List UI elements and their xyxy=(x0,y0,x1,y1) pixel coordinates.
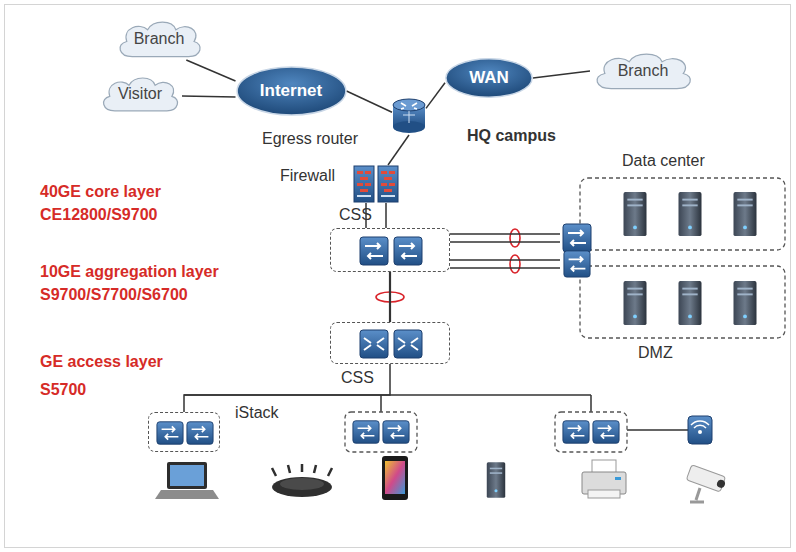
layer-label: CE12800/S9700 xyxy=(40,205,157,225)
node-text: Visitor xyxy=(118,85,162,103)
layer-label: S5700 xyxy=(40,380,86,400)
link-line xyxy=(389,272,391,322)
link-line xyxy=(426,83,445,109)
cloud: Visitor xyxy=(98,74,182,114)
data-center: Data center xyxy=(560,173,788,253)
router: Egress router xyxy=(392,97,426,135)
aggregation-switch-cluster: CSS xyxy=(330,322,450,364)
link-line xyxy=(450,260,560,268)
node-text: Branch xyxy=(134,30,185,48)
layer-label: 10GE aggregation layer xyxy=(40,262,219,282)
access-stack: iStack xyxy=(148,412,220,452)
link-line xyxy=(186,60,235,81)
link-line xyxy=(347,91,393,112)
network-ellipse: WAN xyxy=(445,58,533,98)
node-label: Egress router xyxy=(262,130,358,148)
node-text: WAN xyxy=(469,69,509,87)
area-label: HQ campus xyxy=(467,126,556,146)
core-switch-cluster: CSS xyxy=(330,228,450,272)
node-label: Data center xyxy=(622,152,705,170)
node-label: Firewall xyxy=(280,167,335,185)
node-label: iStack xyxy=(235,404,279,422)
link-line xyxy=(533,71,590,78)
network-ellipse: Internet xyxy=(236,66,347,116)
node-label: CSS xyxy=(339,206,372,224)
link-line xyxy=(450,234,560,242)
link-line xyxy=(184,364,390,412)
node-text: Branch xyxy=(618,62,669,80)
node-label: DMZ xyxy=(638,344,673,362)
layer-label: 40GE core layer xyxy=(40,182,161,202)
link-line xyxy=(182,96,236,97)
node-label: CSS xyxy=(341,369,374,387)
cloud: Branch xyxy=(590,50,696,92)
cloud: Branch xyxy=(114,18,205,60)
firewall: Firewall xyxy=(352,165,400,203)
layer-label: S9700/S7700/S6700 xyxy=(40,285,188,305)
layer-label: GE access layer xyxy=(40,352,163,372)
link-line xyxy=(388,135,409,165)
dmz-zone: DMZ xyxy=(560,250,788,342)
node-text: Internet xyxy=(260,82,322,100)
